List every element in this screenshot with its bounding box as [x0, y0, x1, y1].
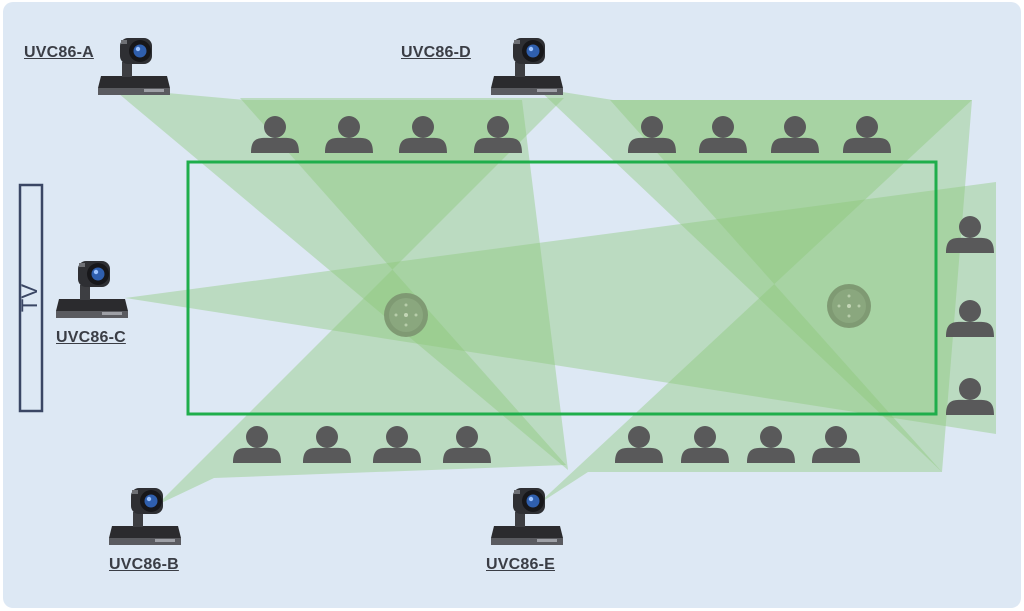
- camera-label-a: UVC86-A: [24, 44, 94, 61]
- camera-label-e: UVC86-E: [486, 556, 555, 573]
- camera-label-d: UVC86-D: [401, 44, 471, 61]
- camera-c-icon: [56, 261, 128, 318]
- coverage-camera-d: [537, 88, 972, 472]
- coverage-camera-b: [157, 98, 566, 505]
- tv-label: TV: [17, 284, 42, 312]
- coverage-camera-a: [112, 88, 568, 470]
- tv-display: TV: [17, 183, 44, 413]
- ceiling-microphone-icon: [827, 284, 871, 328]
- camera-e-icon: [491, 488, 563, 545]
- camera-label-b: UVC86-B: [109, 556, 179, 573]
- camera-d-icon: [491, 38, 563, 95]
- camera-label-c: UVC86-C: [56, 329, 126, 346]
- ceiling-microphone-icon: [384, 293, 428, 337]
- coverage-camera-e: [537, 100, 972, 505]
- conference-table: [186, 160, 938, 416]
- coverage-fields: [112, 88, 996, 505]
- coverage-camera-c: [125, 182, 996, 434]
- camera-a-icon: [98, 38, 170, 95]
